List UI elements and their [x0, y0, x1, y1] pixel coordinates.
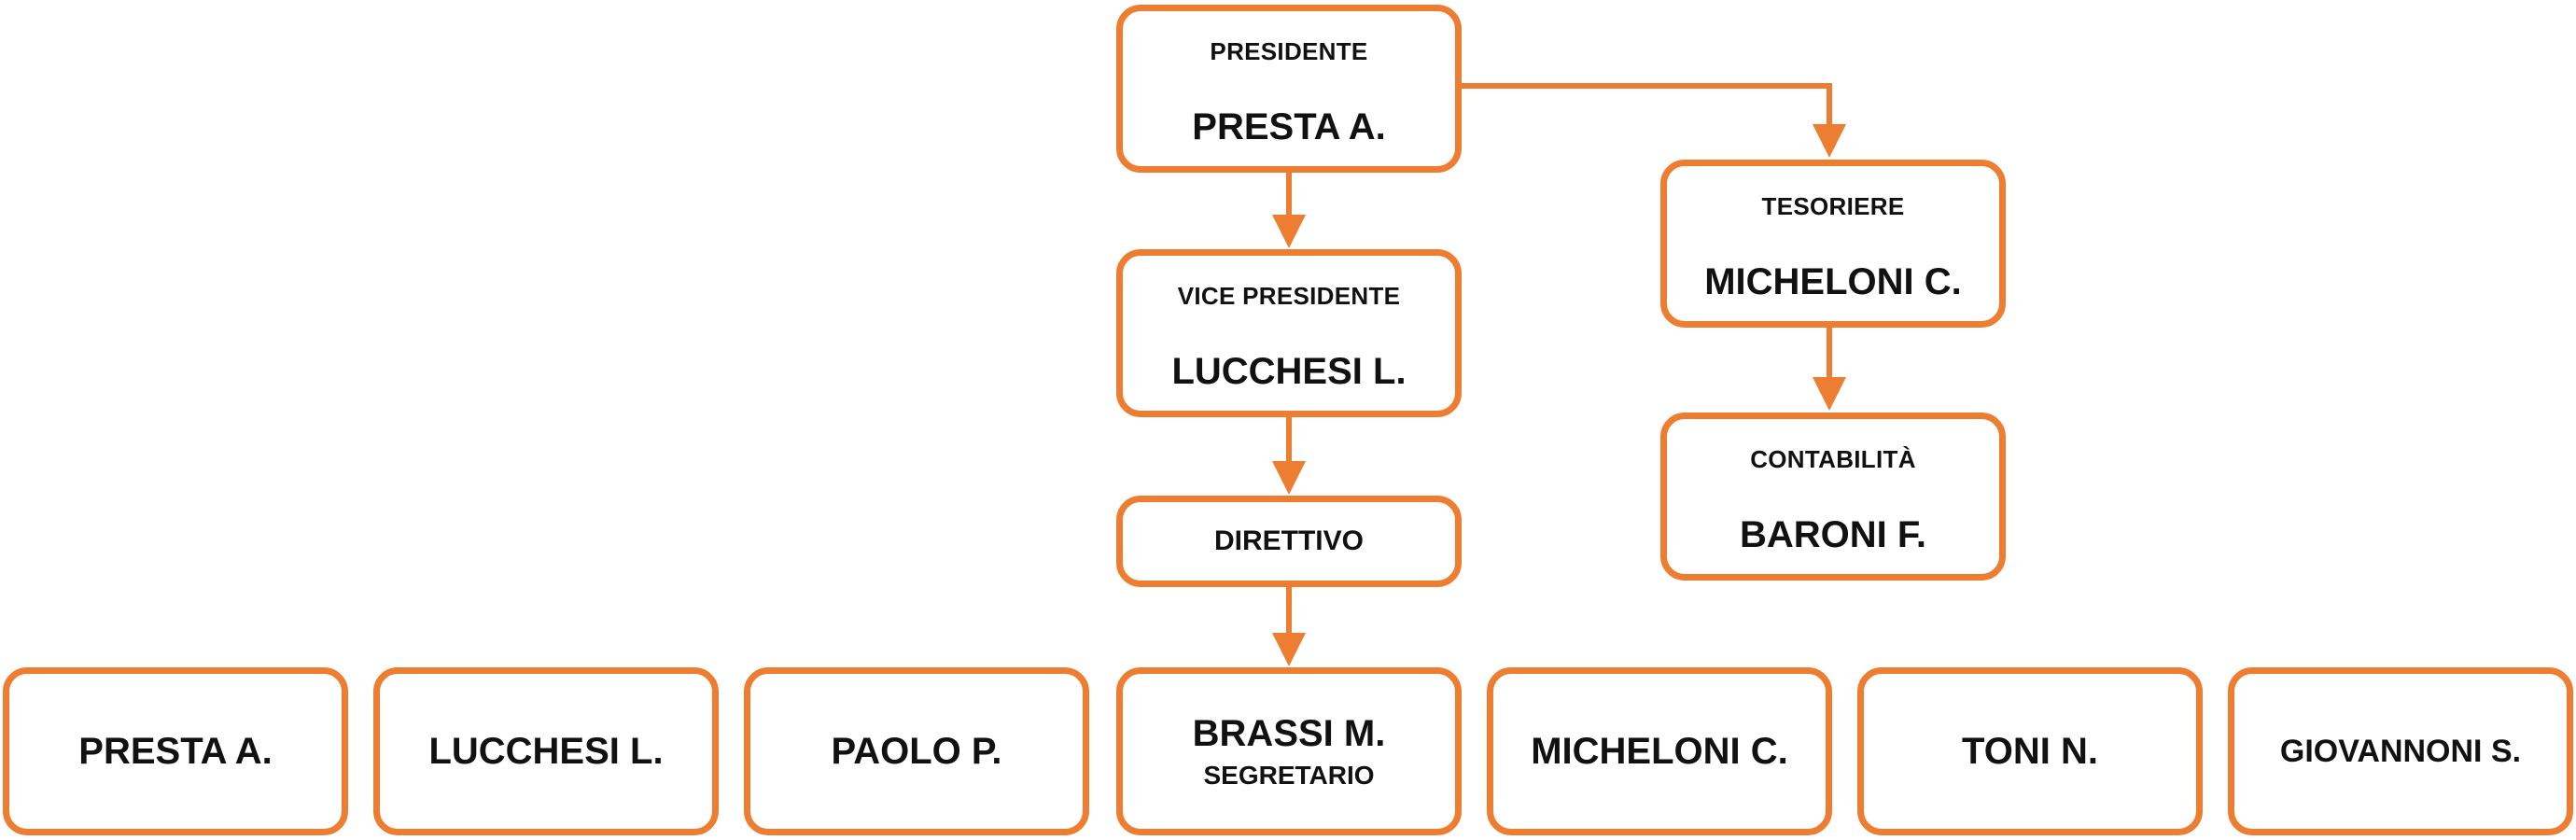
node-role-label: PRESIDENTE: [1210, 37, 1368, 65]
node-role-label: TESORIERE: [1761, 192, 1905, 220]
node-person-name: LUCCHESI L.: [1171, 351, 1407, 392]
arrow-presidente-to-tesoriere: [1462, 83, 1846, 158]
node-role-label: VICE PRESIDENTE: [1177, 282, 1401, 310]
member-node-segretario: BRASSI M. SEGRETARIO: [1116, 667, 1462, 835]
member-name: GIOVANNONI S.: [2279, 733, 2522, 769]
member-node: PAOLO P.: [744, 667, 1089, 835]
member-name: LUCCHESI L.: [428, 730, 664, 772]
member-node: PRESTA A.: [3, 667, 348, 835]
member-name: BRASSI M.: [1192, 712, 1386, 754]
node-person-name: BARONI F.: [1740, 514, 1926, 555]
member-name: MICHELONI C.: [1531, 730, 1788, 772]
node-presidente: PRESIDENTE PRESTA A.: [1116, 5, 1462, 173]
member-node: LUCCHESI L.: [373, 667, 719, 835]
node-person-name: PRESTA A.: [1192, 106, 1386, 147]
member-name: PAOLO P.: [831, 730, 1002, 772]
node-tesoriere: TESORIERE MICHELONI C.: [1660, 160, 2006, 328]
node-direttivo: DIRETTIVO: [1116, 496, 1462, 587]
member-node: TONI N.: [1857, 667, 2203, 835]
member-name: PRESTA A.: [78, 730, 273, 772]
node-vice-presidente: VICE PRESIDENTE LUCCHESI L.: [1116, 249, 1462, 417]
member-node: GIOVANNONI S.: [2228, 667, 2573, 835]
member-node: MICHELONI C.: [1487, 667, 1832, 835]
node-person-name: MICHELONI C.: [1704, 261, 1962, 302]
node-label: DIRETTIVO: [1213, 525, 1364, 556]
node-role-label: CONTABILITÀ: [1750, 445, 1916, 473]
member-name: TONI N.: [1962, 730, 2098, 772]
node-contabilita: CONTABILITÀ BARONI F.: [1660, 413, 2006, 581]
member-role-label: SEGRETARIO: [1203, 760, 1375, 790]
